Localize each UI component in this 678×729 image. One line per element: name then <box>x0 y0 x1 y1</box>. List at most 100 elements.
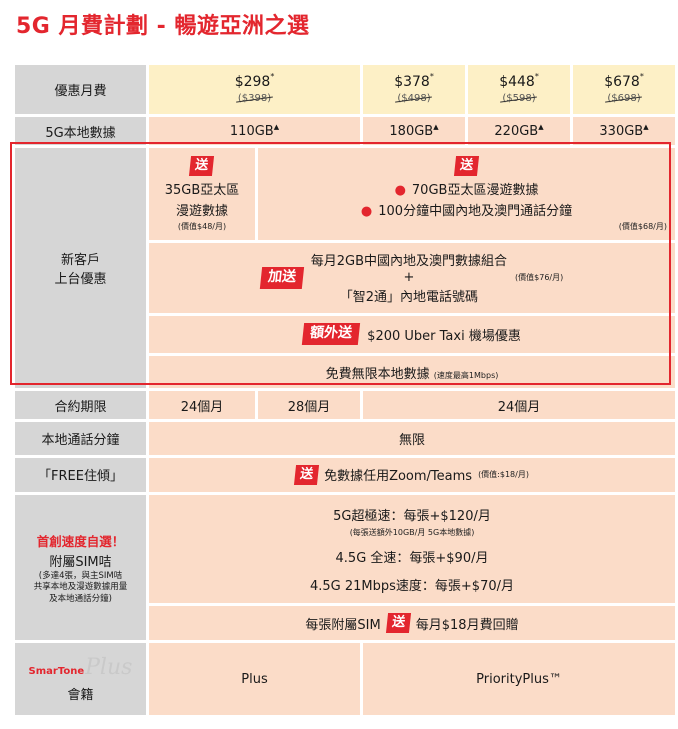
gift-b-item: 100分鐘中國內地及澳門通話分鐘 <box>378 203 573 219</box>
plan-price-cell: $448* ($598) <box>468 65 571 115</box>
sim-headline: 首創速度自選！ <box>36 533 125 549</box>
logo-brand: SmarTone <box>28 666 85 678</box>
free-stay-label: 「FREE住傾」 <box>15 457 146 492</box>
bonus-text: $200 Uber Taxi 機場優惠 <box>367 328 521 344</box>
data-value-cell: 180GB▲ <box>363 117 466 145</box>
old-price: ($698) <box>607 93 641 105</box>
bullet-icon: ● <box>394 182 406 198</box>
membership-label-cell: SmarTone Plus 會籍 <box>15 643 146 715</box>
local-minutes-row: 本地通話分鐘 無限 <box>15 422 676 455</box>
plan-comparison-table: 優惠月費 $298* ($398) $378* ($498) $448* ($5… <box>12 62 678 718</box>
local-data-row: 5G本地數據 110GB▲ 180GB▲ 220GB▲ 330GB▲ <box>15 117 676 145</box>
triangle-icon: ▲ <box>433 122 439 131</box>
old-price: ($398) <box>237 93 272 105</box>
gift-a-note: (價值$48/月) <box>177 221 227 231</box>
contract-label: 合約期限 <box>15 391 146 420</box>
gift-a-cell: 送 35GB亞太區 漫遊數據 (價值$48/月) <box>149 147 255 241</box>
extra-gift-row: 加送 每月2GB中國內地及澳門數據組合 + 「智2通」內地電話號碼 (價值$76… <box>15 243 676 313</box>
sim-rebate-badge: 送 <box>385 613 411 634</box>
unlimited-text: 免費無限本地數據 <box>325 366 430 382</box>
extra-plus: + <box>403 270 415 286</box>
gift-b-item: 70GB亞太區漫遊數據 <box>411 182 539 198</box>
plan-price-cell: $378* ($498) <box>363 65 466 115</box>
gift-b-note: (價值$68/月) <box>618 221 668 231</box>
sim-option: 5G超極速：每張+$120/月 <box>333 508 491 524</box>
free-stay-cell: 送 免數據任用Zoom/Teams (價值:$18/月) <box>149 457 676 492</box>
price-mark: * <box>534 71 539 81</box>
price-label: 優惠月費 <box>15 65 146 115</box>
sim-rebate-text: 每月$18月費回贈 <box>415 617 519 633</box>
sim-rebate-text: 每張附屬SIM <box>305 617 381 633</box>
sim-options-cell: 5G超極速：每張+$120/月 (每張送額外10GB/月 5G本地數據) 4.5… <box>149 494 676 604</box>
sim-note-line: 共享本地及漫遊數據用量 <box>33 582 128 593</box>
contract-value: 24個月 <box>363 391 676 420</box>
price-row: 優惠月費 $298* ($398) $378* ($498) $448* ($5… <box>15 65 676 115</box>
data-value-cell: 220GB▲ <box>468 117 571 145</box>
new-customer-label-line: 新客戶 <box>60 253 100 269</box>
membership-row: SmarTone Plus 會籍 Plus PriorityPlus™ <box>15 643 676 715</box>
bonus-badge: 額外送 <box>302 323 361 345</box>
sim-options-row: 首創速度自選！ 附屬SIM咭 (多達4張，與主SIM咭 共享本地及漫遊數據用量 … <box>15 494 676 641</box>
sim-label-cell: 首創速度自選！ 附屬SIM咭 (多達4張，與主SIM咭 共享本地及漫遊數據用量 … <box>15 494 146 641</box>
extra-note: (價值$76/月) <box>515 273 564 283</box>
data-value: 110GB <box>229 123 274 139</box>
plan-price: $378 <box>394 73 430 90</box>
new-customer-label-line: 上台優惠 <box>54 272 107 288</box>
data-value: 180GB <box>389 123 434 139</box>
triangle-icon: ▲ <box>273 122 280 131</box>
free-stay-badge: 送 <box>293 464 320 485</box>
sim-label: 附屬SIM咭 <box>49 554 112 570</box>
extra-line: 每月2GB中國內地及澳門數據組合 <box>310 254 508 270</box>
sim-option: 4.5G 21Mbps速度：每張+$70/月 <box>310 578 515 594</box>
contract-value: 24個月 <box>149 391 255 420</box>
smartone-plus-logo: SmarTone Plus <box>29 655 133 680</box>
plan-price: $298 <box>234 73 271 90</box>
local-minutes-label: 本地通話分鐘 <box>15 422 146 455</box>
local-minutes-value: 無限 <box>149 422 676 455</box>
gift-badge: 送 <box>189 156 215 177</box>
data-value: 330GB <box>599 123 644 139</box>
price-mark: * <box>429 71 434 81</box>
plan-price: $678 <box>604 73 640 90</box>
free-stay-note: (價值:$18/月) <box>478 470 529 480</box>
plan-price-cell: $678* ($698) <box>573 65 676 115</box>
unlimited-note: (速度最高1Mbps) <box>433 370 499 380</box>
plan-price-cell: $298* ($398) <box>149 65 361 115</box>
extra-badge: 加送 <box>259 267 304 289</box>
logo-plus: Plus <box>85 655 133 681</box>
bullet-icon: ● <box>360 203 373 219</box>
old-price: ($498) <box>397 93 431 105</box>
gift-a-line: 35GB亞太區 <box>164 182 240 198</box>
gift-row: 新客戶 上台優惠 送 35GB亞太區 漫遊數據 (價值$48/月) 送 ● 70G… <box>15 147 676 389</box>
gift-badge: 送 <box>453 156 480 177</box>
gift-a-line: 漫遊數據 <box>175 203 228 219</box>
extra-line: 「智2通」內地電話號碼 <box>339 290 479 306</box>
bonus-cell: 額外送 $200 Uber Taxi 機場優惠 <box>149 315 676 353</box>
price-mark: * <box>639 71 644 81</box>
membership-tier: PriorityPlus™ <box>363 643 676 715</box>
data-value: 220GB <box>494 123 539 139</box>
free-stay-row: 「FREE住傾」 送 免數據任用Zoom/Teams (價值:$18/月) <box>15 457 676 492</box>
membership-label: 會籍 <box>67 688 94 704</box>
new-customer-label: 新客戶 上台優惠 <box>15 147 146 389</box>
price-mark: * <box>270 71 275 81</box>
sim-option-note: (每張送額外10GB/月 5G本地數據) <box>349 527 475 537</box>
local-data-label: 5G本地數據 <box>15 117 146 145</box>
sim-option: 4.5G 全速：每張+$90/月 <box>335 550 489 566</box>
sim-note-line: (多達4張，與主SIM咭 <box>38 570 123 581</box>
sim-rebate-row: 每張附屬SIM 送 每月$18月費回贈 <box>15 606 676 641</box>
extra-gift-cell: 加送 每月2GB中國內地及澳門數據組合 + 「智2通」內地電話號碼 (價值$76… <box>149 243 676 313</box>
data-value-cell: 110GB▲ <box>149 117 361 145</box>
plan-price: $448 <box>499 73 535 90</box>
contract-row: 合約期限 24個月 28個月 24個月 <box>15 391 676 420</box>
membership-tier: Plus <box>149 643 361 715</box>
triangle-icon: ▲ <box>643 122 649 131</box>
contract-value: 28個月 <box>258 391 361 420</box>
unlimited-cell: 免費無限本地數據 (速度最高1Mbps) <box>149 355 676 389</box>
bonus-row: 額外送 $200 Uber Taxi 機場優惠 <box>15 315 676 353</box>
old-price: ($598) <box>502 93 536 105</box>
sim-rebate-cell: 每張附屬SIM 送 每月$18月費回贈 <box>149 606 676 641</box>
sim-note-line: 及本地通話分鐘) <box>49 593 112 604</box>
free-stay-text: 免數據任用Zoom/Teams <box>324 469 473 485</box>
data-value-cell: 330GB▲ <box>573 117 676 145</box>
